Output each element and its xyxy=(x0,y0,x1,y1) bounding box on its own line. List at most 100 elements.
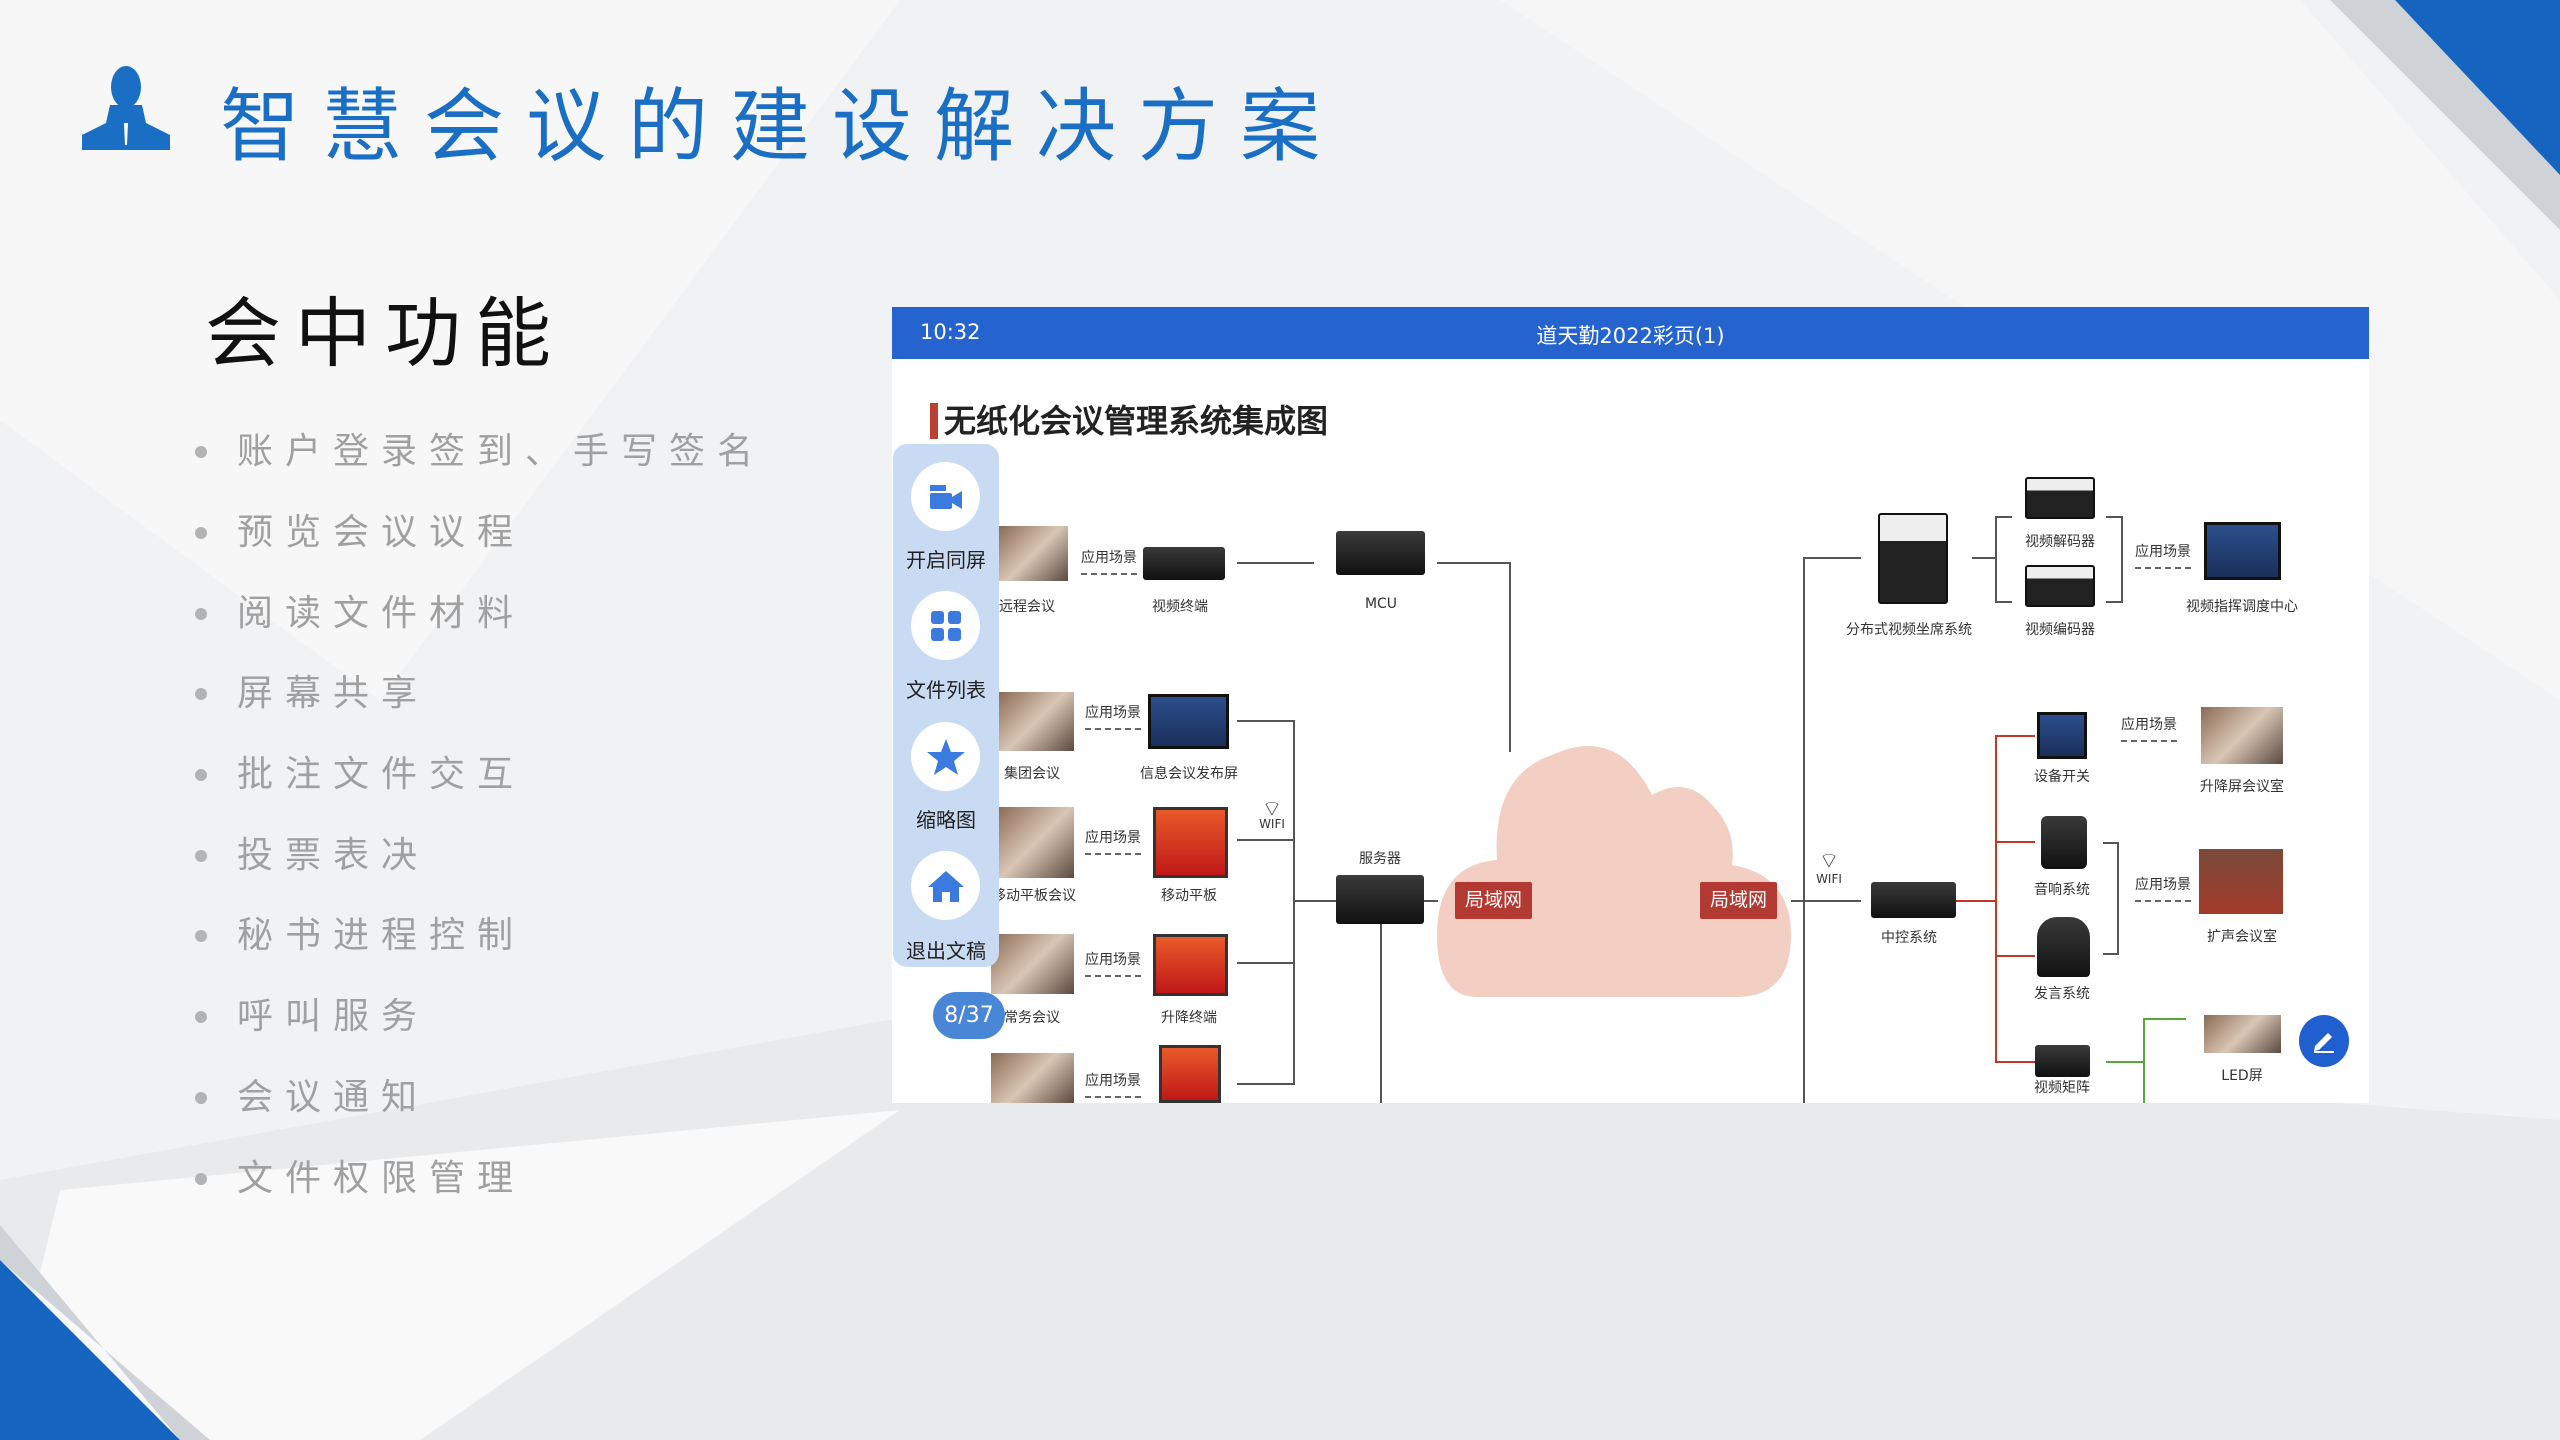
file-list-button[interactable] xyxy=(911,591,980,660)
screen-share-button[interactable] xyxy=(911,462,980,531)
bullet-icon xyxy=(195,930,207,943)
diagram-title: 无纸化会议管理系统集成图 xyxy=(930,403,1328,439)
annotate-button[interactable] xyxy=(2299,1015,2349,1067)
connector xyxy=(1995,1061,2035,1063)
speaker-image xyxy=(2041,816,2087,869)
bullet-icon xyxy=(195,607,207,620)
feature-item: 账户登录签到、手写签名 xyxy=(195,412,765,493)
connector xyxy=(2103,953,2118,955)
video-matrix-image xyxy=(2035,1045,2090,1077)
connector xyxy=(2106,516,2122,518)
video-terminal-image xyxy=(1143,547,1225,580)
feature-label: 文件权限管理 xyxy=(237,1157,526,1199)
bullet-icon xyxy=(195,849,207,862)
mcu-image xyxy=(1336,531,1425,575)
connector xyxy=(1237,839,1294,841)
star-icon xyxy=(926,738,965,775)
bullet-icon xyxy=(195,769,207,782)
node-label: 设备开关 xyxy=(2034,769,2090,785)
node-label: 中控系统 xyxy=(1881,930,1937,946)
connector xyxy=(1380,924,1382,1103)
node-label: LED屏 xyxy=(2221,1068,2263,1084)
page-indicator[interactable]: 8/37 xyxy=(933,992,1005,1039)
lift-room-image xyxy=(2201,707,2283,764)
feature-item: 阅读文件材料 xyxy=(195,573,765,654)
feature-item: 呼叫服务 xyxy=(195,977,765,1058)
feature-label: 会议通知 xyxy=(237,1076,430,1118)
feature-item: 文件权限管理 xyxy=(195,1138,765,1219)
pa-room-image xyxy=(2199,849,2283,914)
node-label: 移动平板 xyxy=(1161,888,1217,904)
connector xyxy=(1237,562,1314,564)
connector xyxy=(2117,842,2119,955)
home-icon xyxy=(927,870,964,902)
lift-terminal-image xyxy=(1153,934,1228,996)
feature-label: 批注文件交互 xyxy=(237,754,526,796)
video-camera-icon xyxy=(929,484,962,509)
feature-item: 预览会议议程 xyxy=(195,493,765,574)
server-image xyxy=(1336,875,1424,924)
info-screen-image xyxy=(1148,694,1229,749)
document-title: 道天勤2022彩页(1) xyxy=(1536,324,1725,348)
node-label: 视频指挥调度中心 xyxy=(2186,599,2298,615)
decoder-image xyxy=(2025,477,2095,519)
floating-sidebar: 开启同屏 文件列表 缩略图 退出文稿 xyxy=(893,444,999,967)
section-title: 会中功能 xyxy=(205,289,565,378)
connector xyxy=(1509,562,1511,752)
bullet-icon xyxy=(195,446,207,459)
connector xyxy=(1956,900,1996,902)
connector xyxy=(2143,1018,2145,1103)
wifi-label: WIFI xyxy=(1259,817,1285,831)
thumbnail-button[interactable] xyxy=(911,722,980,791)
connector xyxy=(1293,900,1336,902)
lan-label: 局域网 xyxy=(1700,882,1777,919)
scene-label: 应用场景 xyxy=(1085,949,1141,977)
feature-item: 会议通知 xyxy=(195,1058,765,1139)
node-label: 常务会议 xyxy=(1004,1010,1060,1026)
status-time: 10:32 xyxy=(920,320,981,344)
connector xyxy=(1803,557,1861,559)
bullet-icon xyxy=(195,688,207,701)
standing-meeting-image xyxy=(991,934,1074,994)
pencil-icon xyxy=(2314,1033,2334,1053)
exit-document-button[interactable] xyxy=(911,851,980,920)
cloud-network xyxy=(1437,746,1791,997)
scene-label: 应用场景 xyxy=(1085,702,1141,730)
feature-label: 秘书进程控制 xyxy=(237,915,526,957)
thumbnail-label[interactable]: 缩略图 xyxy=(916,808,976,832)
connector xyxy=(2106,601,2122,603)
file-list-label[interactable]: 文件列表 xyxy=(906,678,986,702)
connector xyxy=(1995,955,2035,957)
scene-label: 应用场景 xyxy=(1085,827,1141,855)
bullet-icon xyxy=(195,1172,207,1185)
led-screen-image xyxy=(2204,1015,2281,1053)
connector xyxy=(1995,516,2012,518)
wifi-icon: ⌔ xyxy=(1818,849,1840,874)
device-switch-image xyxy=(2037,712,2087,759)
connector xyxy=(1237,1083,1294,1085)
distributed-system-image xyxy=(1878,513,1948,604)
node-label: 视频矩阵 xyxy=(2034,1080,2090,1096)
feature-label: 阅读文件材料 xyxy=(237,592,526,634)
node-label: 信息会议发布屏 xyxy=(1140,766,1238,782)
grid-icon xyxy=(930,610,961,641)
connector xyxy=(1237,720,1294,722)
exit-document-label[interactable]: 退出文稿 xyxy=(906,939,986,963)
node-label: MCU xyxy=(1364,596,1398,612)
node-label: 视频解码器 xyxy=(2025,534,2095,550)
screen-share-label[interactable]: 开启同屏 xyxy=(906,548,986,572)
meeting-image xyxy=(991,1053,1074,1103)
node-label: 移动平板会议 xyxy=(992,888,1076,904)
lan-label: 局域网 xyxy=(1455,882,1532,919)
command-center-image xyxy=(2204,522,2281,580)
connector xyxy=(1972,557,1995,559)
connector xyxy=(1995,735,2035,737)
node-label: 发言系统 xyxy=(2034,986,2090,1002)
feature-item: 秘书进程控制 xyxy=(195,896,765,977)
feature-item: 批注文件交互 xyxy=(195,735,765,816)
central-control-image xyxy=(1871,882,1956,918)
scene-label: 应用场景 xyxy=(1085,1070,1141,1098)
scene-label: 应用场景 xyxy=(1081,547,1137,575)
remote-meeting-image xyxy=(999,526,1068,581)
node-label: 视频编码器 xyxy=(2025,622,2095,638)
